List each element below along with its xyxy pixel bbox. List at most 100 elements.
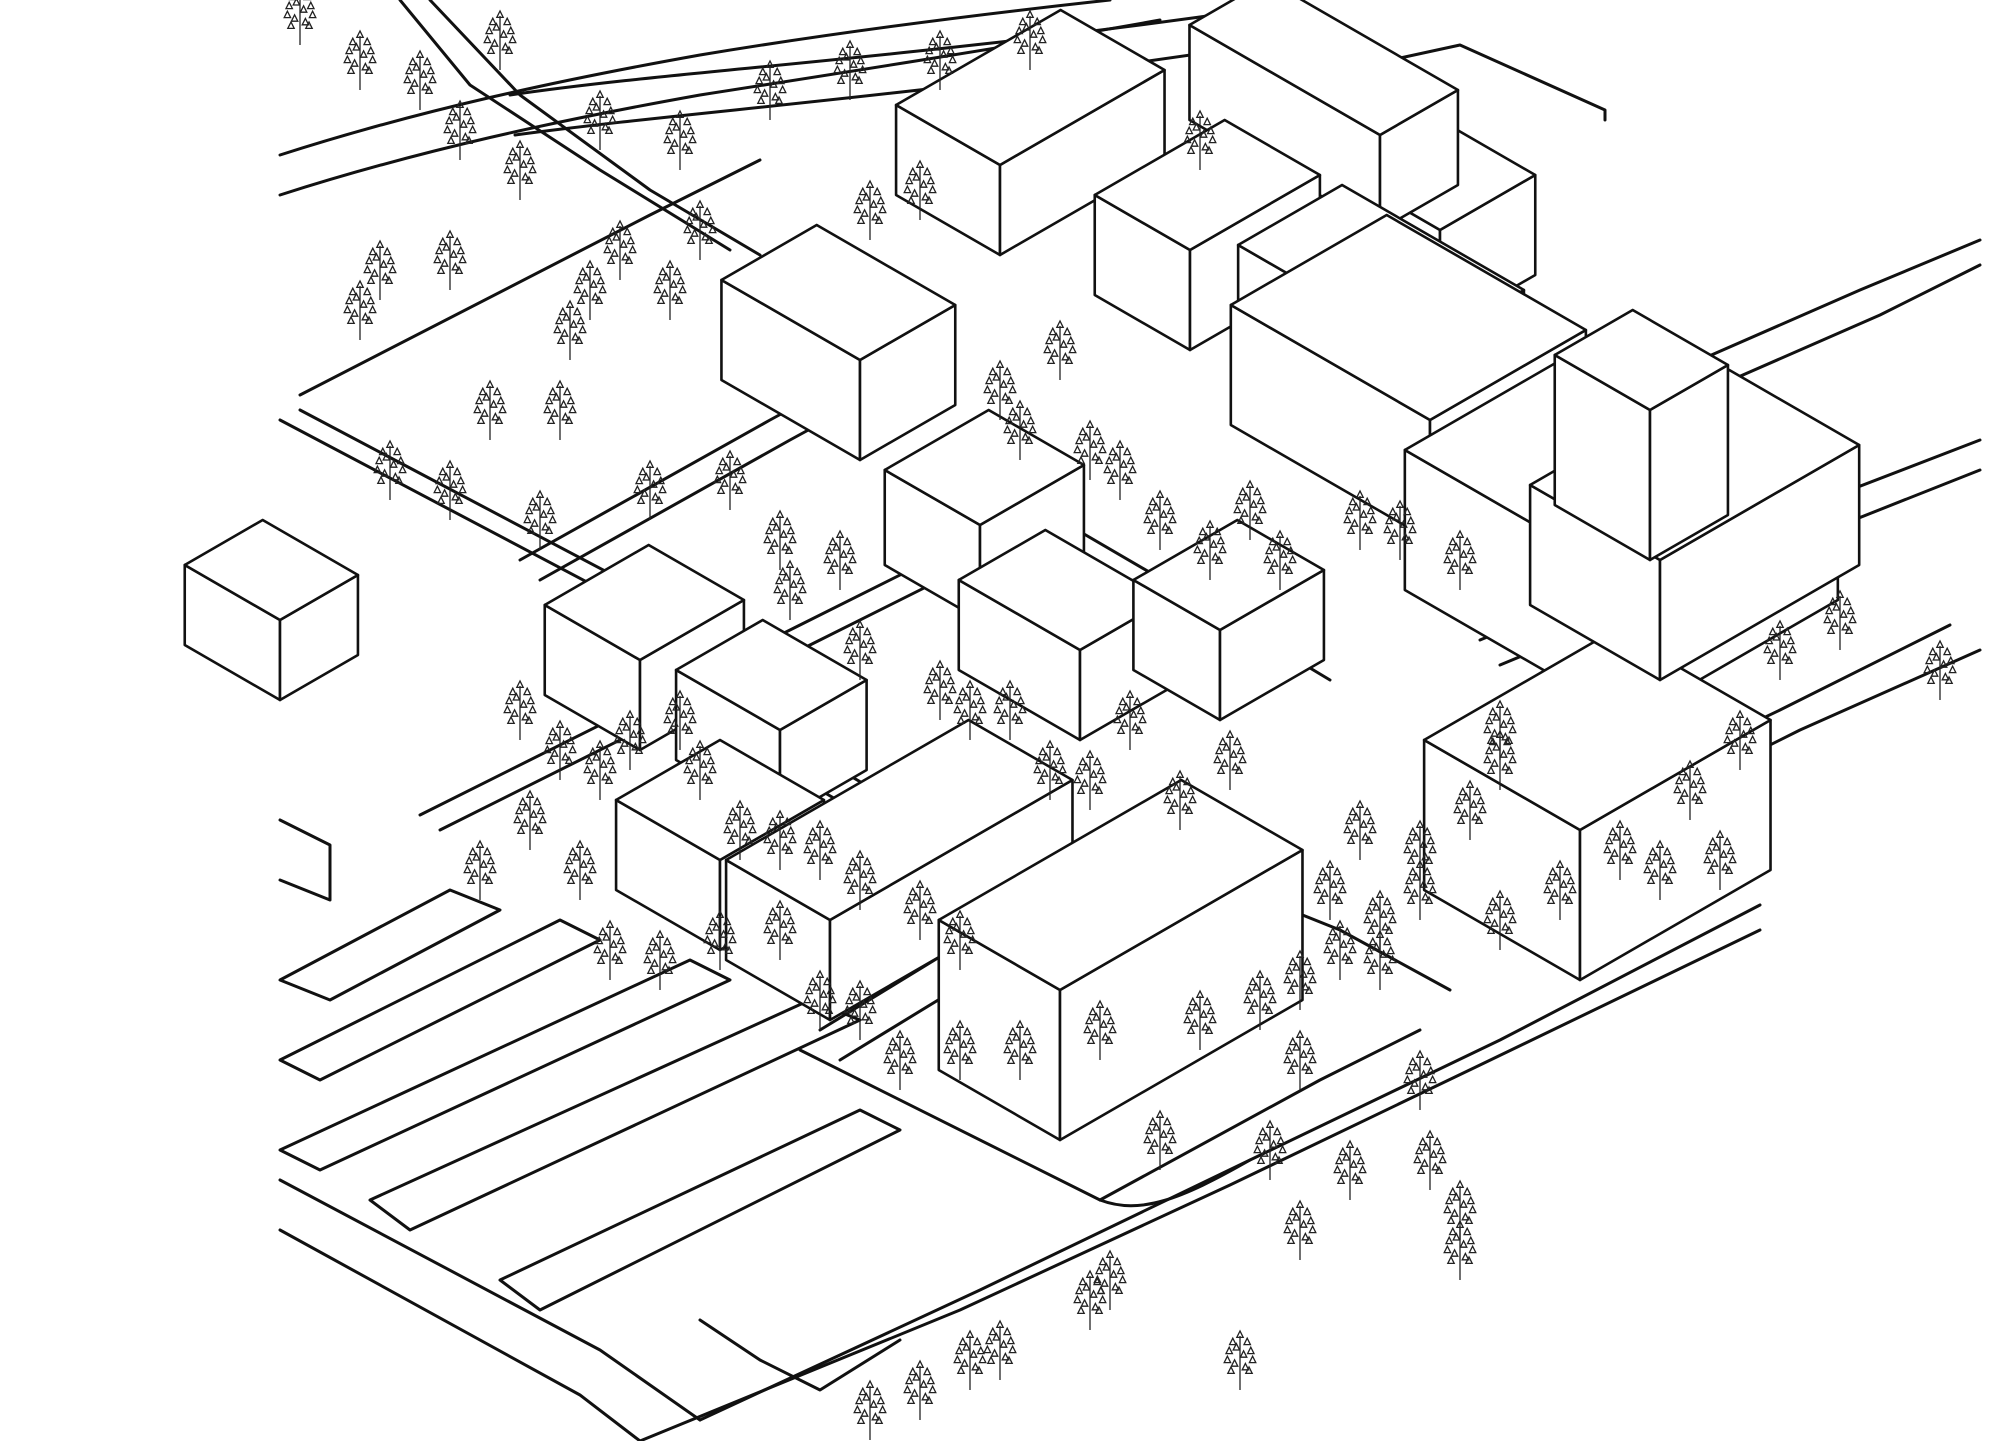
tree-leaf [1092,426,1102,436]
tree-leaf [855,619,865,629]
tree-leaf [1181,801,1190,811]
tree-leaf [1466,545,1476,555]
tree-leaf [614,955,624,965]
tree-64 [843,849,877,910]
tree-leaf [729,469,738,478]
tree-leaf [1238,486,1248,496]
tree-leaf [1358,1164,1367,1174]
tree-leaf [1252,486,1262,496]
tree-leaf [1366,505,1376,515]
tree-leaf [1246,1345,1256,1355]
tree-leaf [1661,871,1670,881]
tree-leaf [1261,1001,1270,1011]
tree-leaf [1092,756,1102,766]
tree-leaf [1038,34,1047,44]
tree-leaf [1080,1298,1089,1307]
tree-leaf [1131,721,1140,731]
tree-leaf [666,145,676,155]
tree-46 [843,619,877,680]
tree-leaf [1483,914,1492,924]
tree-leaf [1424,855,1434,865]
tree-48 [953,679,987,740]
tree-leaf [1495,699,1505,709]
tree-leaf [1703,854,1712,864]
tree-leaf [1272,542,1281,551]
tree-leaf [731,481,740,491]
tree-leaf [610,248,619,257]
tree-leaf [1348,496,1358,506]
tree-leaf [1476,795,1486,805]
tree-leaf [1379,909,1388,918]
tree-leaf [862,1392,871,1401]
tree-leaf [1268,536,1278,546]
tree-leaf [866,865,876,875]
tree-leaf [488,864,497,874]
tree-leaf [1222,742,1231,751]
tree-leaf [1830,618,1839,627]
tree-leaf [919,899,928,908]
tree-leaf [874,215,884,225]
building-roof [1188,0,1460,137]
tree-leaf [779,829,788,838]
tree-leaf [1231,761,1240,771]
tree-leaf [1323,944,1332,954]
shed-line-1 [278,888,502,1002]
tree-leaf [654,495,664,505]
tree-leaf [861,1011,870,1021]
tree-leaf [1606,855,1616,865]
tree-leaf [724,945,734,955]
tree-leaf [524,715,534,725]
tree-47 [923,659,957,720]
tree-leaf [612,232,621,241]
tree-leaf [574,275,584,285]
tree-leaf [355,29,365,39]
tree-80 [1183,989,1217,1050]
tree-leaf [998,686,1008,696]
tree-leaf [1204,1025,1214,1035]
tree-leaf [344,45,354,55]
tree-leaf [1348,806,1358,816]
tree-leaf [854,195,864,205]
tree-leaf [1425,1129,1435,1139]
tree-leaf [1846,605,1856,615]
tree-leaf [668,954,677,964]
tree-leaf [734,485,744,495]
tree-leaf [1844,625,1854,635]
tree-leaf [708,224,717,234]
tree-leaf [1074,1285,1084,1295]
tree-leaf [912,1372,921,1381]
tree-leaf [939,49,948,58]
tree-leaf [550,748,559,757]
tree-leaf [304,20,314,30]
tree-leaf [888,1036,898,1046]
tree-leaf [850,878,859,887]
tree-leaf [375,239,385,249]
tree-leaf [675,109,685,119]
tree-leaf [852,632,861,641]
tree-leaf [1422,1142,1431,1151]
tree-leaf [512,692,521,701]
tree-leaf [983,1344,992,1354]
tree-leaf [343,304,352,314]
tree-leaf [1698,784,1707,794]
tree-leaf [1286,1065,1296,1075]
tree-leaf [846,1015,856,1025]
tree-leaf [853,1404,862,1414]
tree-leaf [438,236,448,246]
tree-leaf [775,809,785,819]
tree-leaf [622,226,632,236]
tree-leaf [524,505,534,515]
tree-leaf [1364,905,1374,915]
tree-leaf [815,819,825,829]
tree-3 [403,49,437,110]
tree-leaf [1408,1056,1418,1066]
tree-leaf [482,392,491,401]
tree-leaf [464,135,474,145]
tree-leaf [1662,846,1672,856]
tree-leaf [1240,508,1249,517]
tree-leaf [1408,866,1418,876]
tree-leaf [1239,1349,1248,1358]
tree-leaf [902,1036,912,1046]
tree-58 [613,709,647,770]
tree-leaf [1248,976,1258,986]
